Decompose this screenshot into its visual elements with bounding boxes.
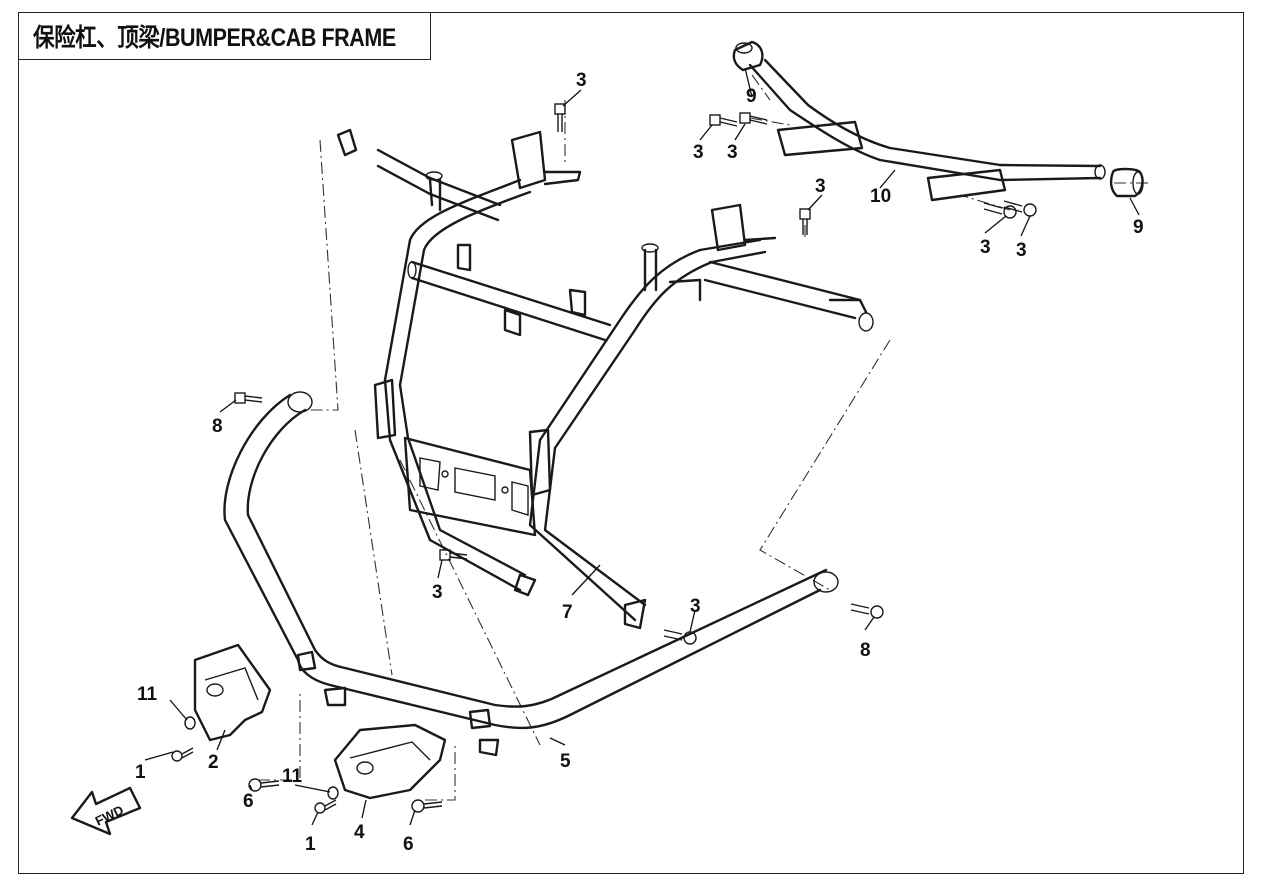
callout-11-left: 11 [137, 684, 158, 705]
callout-3-rear-b: 3 [727, 142, 738, 163]
rear-bar [748, 58, 1106, 202]
fwd-arrow-label: FWD [93, 802, 126, 828]
callout-3-top: 3 [576, 70, 587, 91]
callout-labels: 1 1 2 3 3 3 3 3 3 3 3 3 4 5 6 6 7 8 8 9 … [135, 70, 1144, 855]
callout-3-bar-a: 3 [980, 237, 991, 258]
assembly-dash-lines [258, 74, 1148, 801]
end-caps [732, 40, 1144, 198]
washers [184, 716, 339, 800]
callout-6-right: 6 [403, 834, 414, 855]
title-box: 保险杠、顶梁/BUMPER&CAB FRAME [18, 12, 431, 60]
callout-5: 5 [560, 751, 571, 772]
callout-2: 2 [208, 752, 219, 773]
right-guard [333, 723, 447, 800]
callout-11-right: 11 [282, 766, 303, 787]
left-guard [193, 643, 272, 742]
callout-8-left: 8 [212, 416, 223, 437]
callout-3-bar-b: 3 [1016, 240, 1027, 261]
front-bumper [223, 391, 839, 757]
drawing-border [18, 12, 1244, 874]
callout-9-right: 9 [1133, 217, 1144, 238]
callout-7: 7 [562, 602, 573, 623]
callout-9-top: 9 [746, 86, 757, 107]
callout-3-mid: 3 [815, 176, 826, 197]
callout-3-lower: 3 [690, 596, 701, 617]
callout-1-left: 1 [135, 762, 146, 783]
callout-3-center: 3 [432, 582, 443, 603]
callout-10: 10 [870, 186, 891, 207]
fwd-arrow: FWD [70, 786, 142, 836]
callout-8-right: 8 [860, 640, 871, 661]
page-title: 保险杠、顶梁/BUMPER&CAB FRAME [33, 24, 396, 52]
callout-1-right: 1 [305, 834, 316, 855]
callout-leaders [144, 67, 1140, 826]
callout-4: 4 [354, 822, 365, 843]
cab-frame [336, 128, 874, 630]
bolts [171, 103, 1037, 814]
callout-6-left: 6 [243, 791, 254, 812]
callout-3-rear-a: 3 [693, 142, 704, 163]
